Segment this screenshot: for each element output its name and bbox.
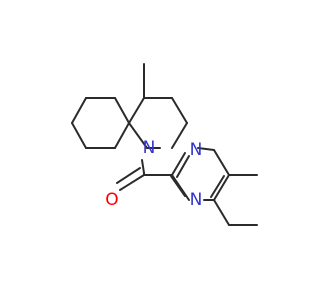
bond [71, 122, 87, 149]
bond [141, 159, 145, 174]
bond [213, 199, 230, 226]
bond [210, 175, 225, 198]
structure-drawing: N O N N [71, 63, 258, 226]
molecule-diagram: N O N N [71, 63, 258, 226]
atom-label-n-pyrazine-top: N [190, 140, 203, 160]
bond [171, 152, 186, 176]
bond [114, 97, 130, 124]
atom-label-n-ring: N [143, 138, 156, 158]
bond [171, 122, 188, 149]
atom-label-n-pyrazine-bottom: N [190, 190, 203, 210]
bond [171, 97, 188, 124]
bond [128, 122, 148, 149]
bond [71, 97, 87, 124]
bond [176, 155, 190, 178]
bond [119, 174, 145, 191]
bond [114, 122, 130, 149]
bond [213, 174, 230, 201]
bond [116, 167, 141, 184]
bond [171, 174, 190, 201]
atom-label-o-carbonyl: O [105, 190, 118, 210]
bond [128, 97, 145, 124]
bond [197, 147, 215, 151]
bond [213, 149, 230, 176]
bond [170, 175, 186, 197]
